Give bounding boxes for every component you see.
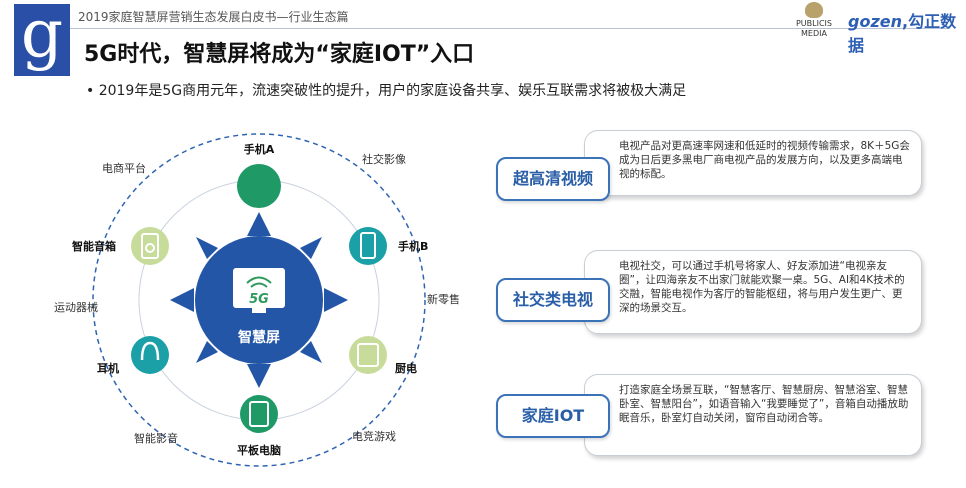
phone-icon — [360, 232, 376, 259]
node-speaker — [131, 227, 169, 265]
node-earphone — [131, 336, 169, 374]
node-label-kitchen: 厨电 — [395, 361, 417, 375]
card-text: 电视社交，可以通过手机号将家人、好友添加进“电视亲友圈”，让四海亲友不出家门就能… — [619, 260, 905, 314]
arrow-up — [247, 212, 271, 236]
outer-label-ecommerce: 电商平台 — [102, 161, 146, 175]
brand-logo: g — [14, 0, 70, 76]
center-5g-text: 5G — [249, 292, 269, 307]
screen-icon — [233, 268, 285, 308]
arrow-right — [324, 288, 348, 312]
tablet-icon — [249, 401, 269, 427]
intro-bullet: • 2019年是5G商用元年，流速突破性的提升，用户的家庭设备共享、娱乐互联需求… — [86, 83, 687, 99]
node-tablet — [240, 395, 278, 433]
card-home-iot: 打造家庭全场景互联，“智慧客厅、智慧厨房、智慧浴室、智慧卧室、智慧阳台”，如语音… — [584, 374, 922, 456]
outer-dashed-ring — [92, 133, 426, 467]
outer-label-retail: 新零售 — [427, 292, 460, 306]
card-social-tv: 电视社交，可以通过手机号将家人、好友添加进“电视亲友圈”，让四海亲友不出家门就能… — [584, 250, 922, 334]
node-label-tablet: 平板电脑 — [237, 443, 281, 457]
earphone-icon — [140, 341, 160, 361]
node-label-earphone: 耳机 — [97, 361, 119, 375]
lion-icon — [805, 2, 823, 18]
card-text: 打造家庭全场景互联，“智慧客厅、智慧厨房、智慧浴室、智慧卧室、智慧阳台”，如语音… — [619, 384, 909, 424]
node-phone-a — [237, 164, 281, 208]
node-label-phone-a: 手机A — [244, 142, 275, 156]
arrow-down — [247, 364, 271, 388]
arrow-upright — [300, 237, 322, 259]
header-divider — [70, 28, 950, 29]
arrow-upleft — [196, 237, 218, 259]
node-label-phone-b: 手机B — [398, 239, 428, 253]
arrow-left — [170, 288, 194, 312]
node-phone-b — [349, 227, 387, 265]
arrow-downright — [300, 341, 322, 363]
tag-home-iot: 家庭IOT — [496, 394, 610, 438]
arrow-downleft — [196, 341, 218, 363]
outer-label-fitness: 运动器械 — [54, 300, 98, 314]
outer-label-social: 社交影像 — [362, 152, 406, 166]
card-text: 电视产品对更高速率网速和低延时的视频传输需求，8K＋5G会成为日后更多黑电厂商电… — [619, 140, 910, 180]
card-uhd-video: 电视产品对更高速率网速和低延时的视频传输需求，8K＋5G会成为日后更多黑电厂商电… — [584, 130, 922, 196]
center-label: 智慧屏 — [237, 329, 280, 346]
report-subtitle: 2019家庭智慧屏营销生态发展白皮书—行业生态篇 — [78, 10, 349, 24]
tag-uhd-video: 超高清视频 — [496, 157, 610, 201]
gozen-logo: gozen,勾正数据 — [848, 12, 957, 55]
node-kitchen — [349, 336, 387, 374]
fridge-icon — [357, 343, 379, 367]
outer-label-esports: 电竞游戏 — [352, 429, 396, 443]
speaker-icon — [141, 233, 159, 259]
wifi-icon — [246, 276, 272, 284]
outer-label-media: 智能影音 — [134, 431, 178, 445]
publicis-media-logo: PUBLICIS MEDIA — [786, 2, 842, 39]
node-label-speaker: 智能音箱 — [72, 239, 116, 253]
tag-social-tv: 社交类电视 — [496, 278, 610, 322]
ecosystem-diagram: 5G 智慧屏 手机A 手机B 厨电 平板电脑 耳机 智能音箱 电商平台 社交影像… — [54, 133, 460, 467]
page-title: 5G时代，智慧屏将成为“家庭IOT”入口 — [84, 42, 475, 67]
